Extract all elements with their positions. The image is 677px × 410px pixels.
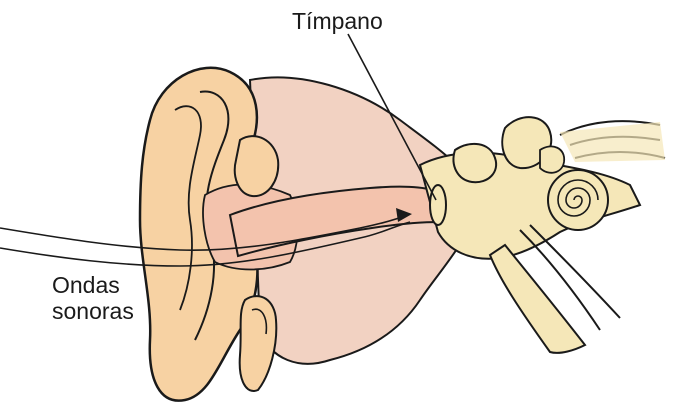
sound-waves-label: Ondas sonoras — [52, 272, 134, 325]
eustachian-tube — [490, 245, 585, 353]
malleus — [454, 144, 497, 182]
eardrum-label: Tímpano — [292, 8, 383, 34]
sound-waves-label-line-2: sonoras — [52, 298, 134, 324]
upper-cartilage — [235, 136, 278, 196]
eardrum — [430, 185, 446, 225]
cochlea — [548, 170, 608, 230]
stapes — [540, 146, 564, 172]
sound-waves-label-line-1: Ondas — [52, 272, 134, 298]
